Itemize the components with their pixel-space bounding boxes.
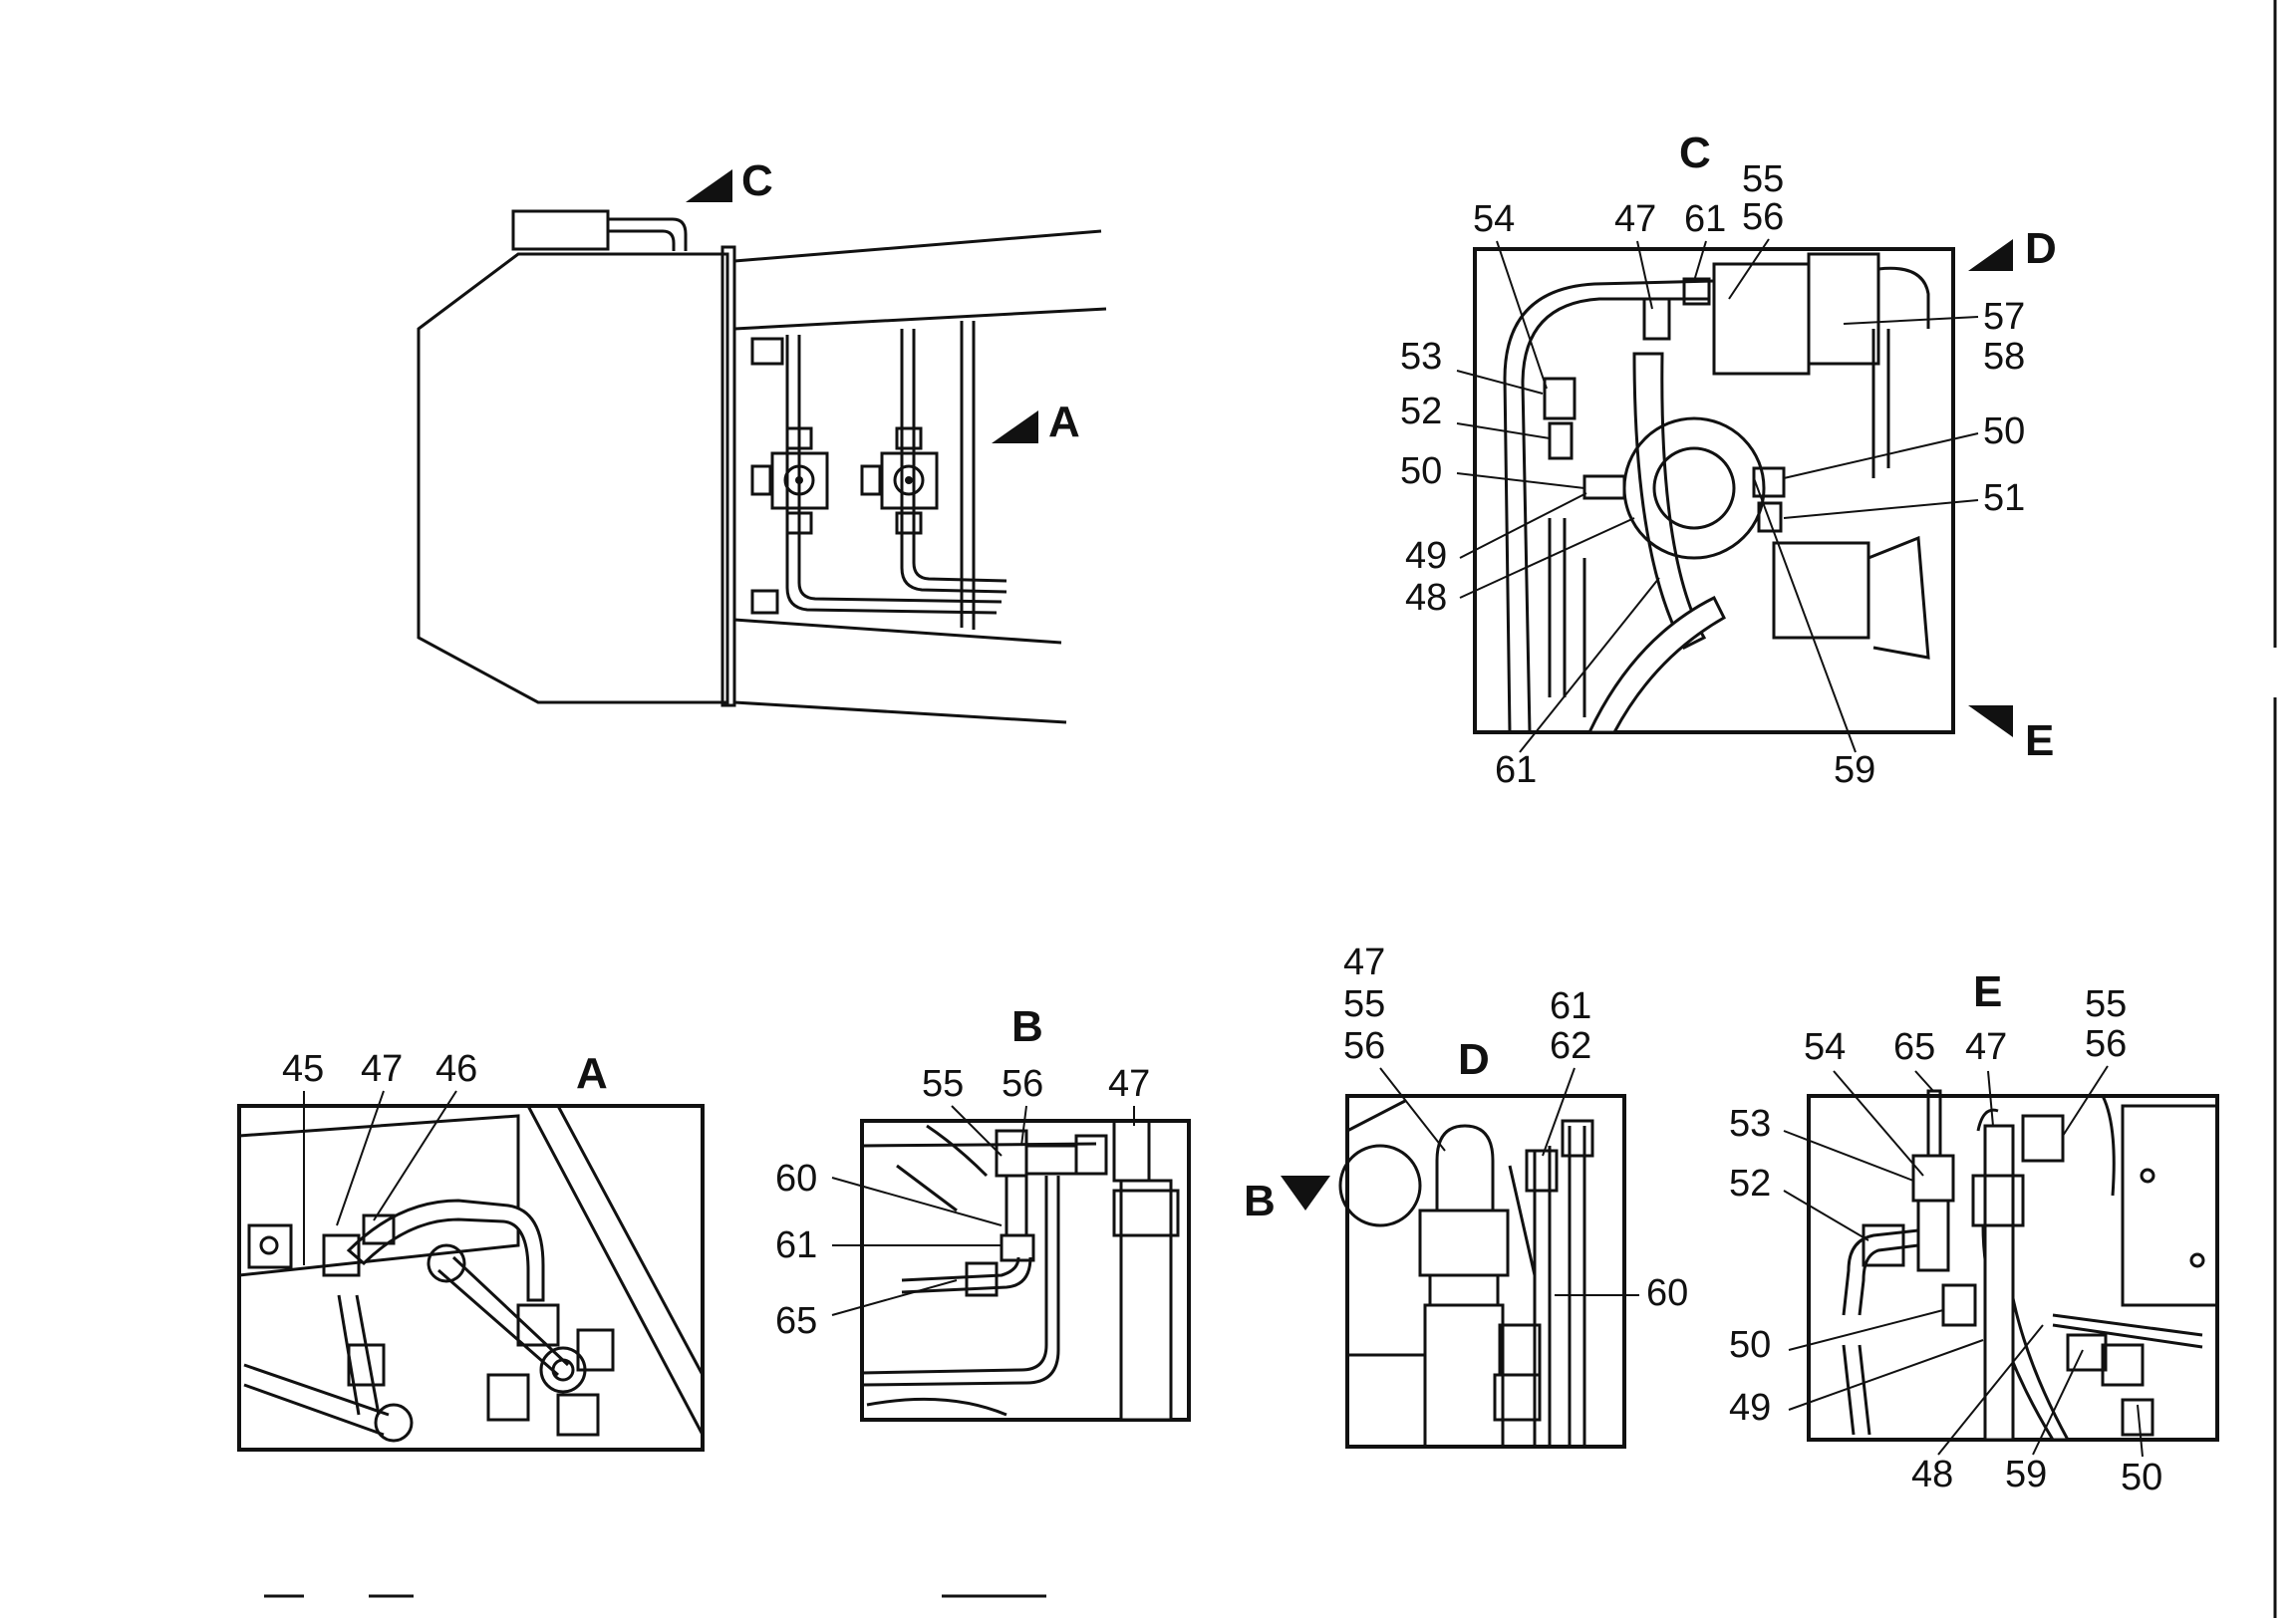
callout-55: 55 xyxy=(1343,983,1385,1025)
callout-52: 52 xyxy=(1729,1163,1771,1205)
callout-61: 61 xyxy=(1550,985,1591,1027)
callout-51: 51 xyxy=(1983,477,2025,519)
pipe-46 xyxy=(346,1199,545,1302)
top-valve-block xyxy=(511,209,610,251)
view-e-arrow xyxy=(1968,705,2013,737)
main-side-view: C A xyxy=(417,156,1107,724)
view-a-arrow xyxy=(992,410,1038,443)
callout-53: 53 xyxy=(1729,1103,1771,1145)
callout-47: 47 xyxy=(361,1048,403,1090)
callout-59: 59 xyxy=(1834,749,1875,791)
callout-50-right: 50 xyxy=(2121,1457,2162,1498)
callout-53: 53 xyxy=(1400,336,1442,378)
callout-60: 60 xyxy=(1646,1272,1688,1314)
view-c-arrow xyxy=(686,169,732,202)
boom-bottom-edge xyxy=(733,700,1067,724)
callout-45: 45 xyxy=(282,1048,324,1090)
block-57 xyxy=(1712,262,1811,376)
callout-65: 65 xyxy=(775,1300,817,1342)
callout-47: 47 xyxy=(1614,198,1656,240)
hose-47 xyxy=(1119,1179,1173,1422)
callout-50-left: 50 xyxy=(1729,1324,1771,1366)
detail-view-d: D B 47 55 56 61 62 60 xyxy=(1244,942,1688,1449)
view-a-title: A xyxy=(576,1049,608,1098)
detail-view-b: B 55 56 47 60 61 65 xyxy=(775,1002,1191,1422)
callout-47: 47 xyxy=(1965,1026,2007,1068)
detail-view-e: E 54 65 47 55 56 53 52 50 49 48 59 50 xyxy=(1729,967,2219,1498)
boom-top-edge xyxy=(733,229,1102,263)
callout-56: 56 xyxy=(1742,196,1784,238)
top-valve-pipe xyxy=(608,217,688,251)
callout-49: 49 xyxy=(1729,1387,1771,1429)
valve-right xyxy=(860,426,939,535)
view-d-arrow xyxy=(1968,239,2013,271)
callout-46: 46 xyxy=(435,1048,477,1090)
flange-plate xyxy=(720,245,736,707)
callout-54: 54 xyxy=(1804,1026,1846,1068)
callout-55: 55 xyxy=(922,1063,964,1105)
callout-50-right: 50 xyxy=(1983,410,2025,452)
callout-55: 55 xyxy=(1742,158,1784,200)
hose-47 xyxy=(1983,1124,2015,1442)
view-b-arrow xyxy=(1281,1176,1330,1211)
callout-58: 58 xyxy=(1983,336,2025,378)
callout-56: 56 xyxy=(1343,1025,1385,1067)
callout-61: 61 xyxy=(775,1224,817,1266)
boom-lower-edge xyxy=(733,618,1062,645)
pipe-1 xyxy=(785,335,998,615)
hose-47 xyxy=(1632,352,1707,650)
callout-55: 55 xyxy=(2085,983,2127,1025)
machine-body xyxy=(417,252,729,704)
callout-60: 60 xyxy=(775,1158,817,1200)
callout-50-left: 50 xyxy=(1400,450,1442,492)
pipe-2 xyxy=(900,329,1007,594)
callout-49: 49 xyxy=(1405,535,1447,577)
view-b-title: B xyxy=(1011,1002,1043,1051)
callout-47: 47 xyxy=(1108,1063,1150,1105)
view-e-marker: E xyxy=(2025,716,2054,765)
detail-view-a: A 45 47 46 xyxy=(237,1048,705,1452)
view-c-title: C xyxy=(1679,129,1711,177)
view-d-title: D xyxy=(1458,1035,1490,1084)
view-c-marker: C xyxy=(741,156,773,205)
view-e-title: E xyxy=(1973,967,2002,1016)
callout-61: 61 xyxy=(1684,198,1726,240)
callout-52: 52 xyxy=(1400,391,1442,432)
callout-56: 56 xyxy=(2085,1023,2127,1065)
view-c-frame xyxy=(1473,247,1955,734)
callout-59: 59 xyxy=(2005,1454,2047,1495)
view-a-frame xyxy=(237,1104,705,1452)
view-b-marker: B xyxy=(1244,1177,1276,1225)
callout-54: 54 xyxy=(1473,198,1515,240)
callout-62: 62 xyxy=(1550,1025,1591,1067)
boom-inner-edge xyxy=(733,307,1107,331)
callout-47: 47 xyxy=(1343,942,1385,983)
detail-view-c: C D E 54 47 61 55 56 57 xyxy=(1400,129,2057,791)
view-a-marker: A xyxy=(1048,398,1080,446)
fitting-56 xyxy=(1435,1124,1495,1213)
valve-left xyxy=(750,426,829,535)
callout-57: 57 xyxy=(1983,296,2025,338)
callout-61-bottom: 61 xyxy=(1495,749,1537,791)
callout-48: 48 xyxy=(1911,1454,1953,1495)
callout-56: 56 xyxy=(1002,1063,1043,1105)
view-d-marker: D xyxy=(2025,224,2057,273)
callout-48: 48 xyxy=(1405,577,1447,619)
callout-65: 65 xyxy=(1893,1026,1935,1068)
